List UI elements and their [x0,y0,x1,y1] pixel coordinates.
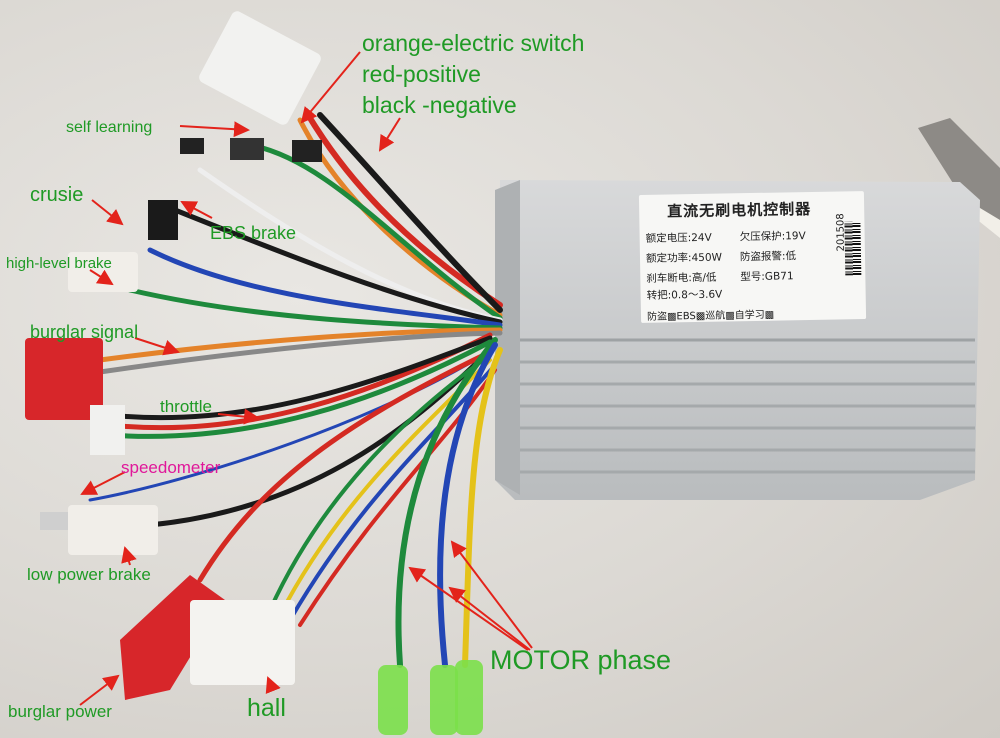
label-hall: hall [247,694,286,722]
sticker-alarm: 防盗报警:低 [739,250,797,264]
sticker-features: 防盗▩EBS▩巡航▩自学习▩ [646,309,775,323]
annotation-arrows [79,51,533,706]
sticker-brake-cutoff: 刹车断电:高/低 [646,271,717,285]
label-self-learning: self learning [66,119,153,136]
connectors [25,11,483,735]
sticker-rated-power: 额定功率:450W [645,251,723,265]
label-throttle: throttle [160,397,212,416]
wire-harness [88,112,503,668]
label-burglar-power: burglar power [8,702,112,721]
spec-sticker: 直流无刷电机控制器 额定电压:24V 欠压保护:19V 额定功率:450W 防盗… [638,191,867,323]
sticker-undervoltage: 欠压保护:19V [739,230,806,244]
label-black-negative: black -negative [362,92,517,118]
sticker-rated-voltage: 额定电压:24V [645,231,712,245]
label-speedometer: speedometer [121,458,221,477]
sticker-title: 直流无刷电机控制器 [667,199,812,221]
barcode [844,221,862,276]
sticker-model: 型号:GB71 [740,270,794,284]
label-high-level-brake: high-level brake [6,255,112,272]
label-low-power-brake: low power brake [27,565,151,584]
label-orange-electric-switch: orange-electric switch [362,30,585,56]
label-burglar-signal: burglar signal [30,322,139,342]
label-crusie: crusie [30,184,84,206]
label-red-positive: red-positive [362,61,481,87]
label-motor-phase: MOTOR phase [490,645,672,675]
label-ebs-brake: EBS brake [210,223,297,243]
sticker-throttle-range: 转把:0.8～3.6V [646,288,723,302]
